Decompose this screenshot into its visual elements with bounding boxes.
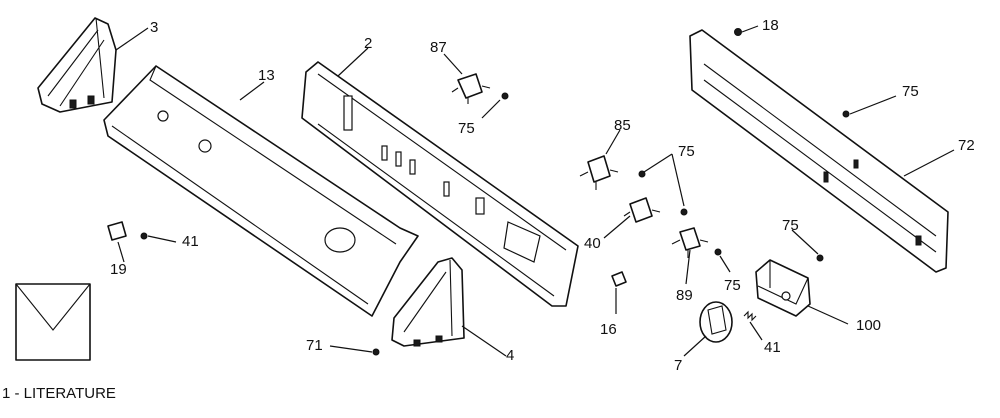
callout-75-d: 75 <box>782 217 799 234</box>
part-4-right-end-cap <box>391 257 465 347</box>
screw-75c-bottom <box>680 208 688 216</box>
callout-13: 13 <box>258 67 275 84</box>
screw-75d <box>816 254 824 262</box>
callout-87: 87 <box>430 39 447 56</box>
screw-75a <box>501 92 509 100</box>
part-13-console-panel <box>103 65 419 317</box>
part-3-left-end-cap <box>37 17 117 113</box>
callout-72: 72 <box>958 137 975 154</box>
callout-71: 71 <box>306 337 323 354</box>
callout-40: 40 <box>584 235 601 252</box>
callout-16: 16 <box>600 321 617 338</box>
screw-75e <box>714 248 722 256</box>
callout-100: 100 <box>856 317 881 334</box>
part-41-spring-right <box>743 310 757 322</box>
callout-3: 3 <box>150 19 158 36</box>
screw-75c-top <box>638 170 646 178</box>
part-16-knob <box>611 271 627 287</box>
part-100-timer <box>755 259 811 317</box>
part-72-back-panel <box>689 29 949 273</box>
screw-41a <box>140 232 148 240</box>
screw-71 <box>372 348 380 356</box>
callout-7: 7 <box>674 357 682 374</box>
part-89-switch <box>671 227 709 258</box>
screw-18 <box>734 28 742 36</box>
leader-lines <box>115 25 955 357</box>
literature-caption: 1 - LITERATURE <box>2 385 116 402</box>
callout-85: 85 <box>614 117 631 134</box>
callout-75-a: 75 <box>458 120 475 137</box>
part-87-switch <box>451 73 491 104</box>
callout-89: 89 <box>676 287 693 304</box>
part-85-switch <box>579 155 619 190</box>
screw-75b <box>842 110 850 118</box>
part-19-clip <box>107 221 127 241</box>
literature-envelope <box>15 283 91 361</box>
callout-41-b: 41 <box>764 339 781 356</box>
callout-19: 19 <box>110 261 127 278</box>
callout-18: 18 <box>762 17 779 34</box>
callout-4: 4 <box>506 347 514 364</box>
callout-2: 2 <box>364 35 372 52</box>
callout-75-c: 75 <box>678 143 695 160</box>
screws <box>140 28 850 356</box>
callout-41-a: 41 <box>182 233 199 250</box>
part-7-dial-knob <box>699 301 733 343</box>
callout-75-b: 75 <box>902 83 919 100</box>
callout-75-e: 75 <box>724 277 741 294</box>
part-2-control-frame <box>301 61 579 307</box>
callout-labels: 3 2 87 18 13 75 75 85 75 72 40 75 41 19 … <box>110 17 975 374</box>
part-40-switch <box>623 197 661 223</box>
